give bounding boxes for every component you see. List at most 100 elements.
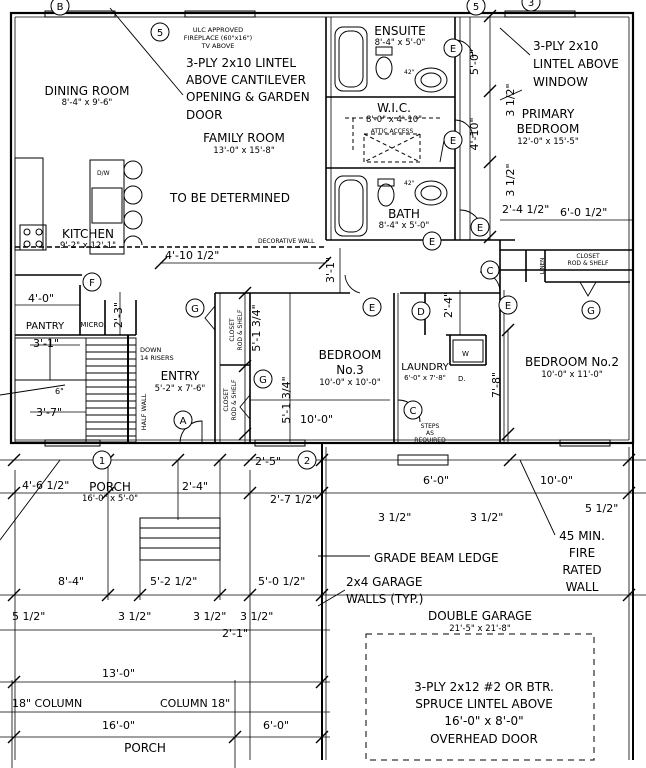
door-tag-g: G	[191, 304, 199, 315]
stair-lines	[14, 335, 137, 443]
room-size-ensuite: 8'-4" x 5'-0"	[375, 38, 426, 48]
lintel-note-1: 3-PLY 2x10 LINTEL	[186, 56, 296, 70]
room-size-bath: 8'-4" x 5'-0"	[379, 221, 430, 231]
dimension-text: 5'-1 3/4"	[280, 376, 293, 423]
room-name-front-porch: PORCH	[89, 480, 131, 494]
room-name-bed3-1: BEDROOM	[319, 348, 382, 362]
dimension-text: 2'-3"	[112, 302, 125, 328]
room-labels: DINING ROOM 8'-4" x 9'-6" FAMILY ROOM 13…	[26, 24, 619, 755]
window-tag-5: 5	[473, 2, 479, 13]
dryer-label: D.	[458, 375, 466, 383]
overhead-door-note-4: OVERHEAD DOOR	[430, 732, 538, 746]
dimension-text: 3'-1"	[324, 257, 337, 283]
dimension-text: 2'-5"	[255, 455, 281, 468]
room-name-pantry: PANTRY	[26, 321, 65, 332]
room-name-kitchen: KITCHEN	[62, 227, 114, 241]
door-tag-c: C	[410, 406, 417, 417]
fire-wall-note-2: FIRE	[569, 546, 595, 560]
dimension-text: 3'-7"	[36, 406, 62, 419]
dimension-text: 5 1/2"	[585, 502, 618, 515]
column-right-note: COLUMN 18"	[160, 697, 230, 710]
linen-label: LINEN	[540, 258, 546, 274]
dimension-text: 3 1/2"	[193, 610, 226, 623]
plan-notes: ULC APPROVED FIREPLACE (60"x16") TV ABOV…	[12, 26, 619, 746]
dimension-text: 4'-6 1/2"	[22, 479, 69, 492]
closet-bed2-label: CLOSET	[576, 253, 600, 260]
garage-walls-note-1: 2x4 GARAGE	[346, 575, 422, 589]
tag-letters: G E E E E E C C D E G G F A 5 5 1 2 B 3	[57, 0, 595, 467]
fireplace-note-3: TV ABOVE	[201, 42, 235, 50]
dimension-text: 8'-4"	[58, 575, 84, 588]
dimension-text: 3 1/2"	[504, 163, 517, 196]
room-size-front-porch: 16'-0" x 5'-0"	[82, 494, 138, 504]
window-tag-1: 1	[99, 456, 105, 467]
dimension-text: 4'-0"	[28, 292, 54, 305]
overhead-door-note-1: 3-PLY 2x12 #2 OR BTR.	[414, 680, 554, 694]
overhead-door-note-2: SPRUCE LINTEL ABOVE	[415, 697, 553, 711]
room-name-laundry: LAUNDRY	[401, 362, 449, 373]
washer-label: W	[462, 350, 469, 358]
sink-size-ensuite: 42"	[404, 69, 415, 76]
fire-wall-note-3: RATED	[562, 563, 601, 577]
room-size-kitchen: 9'-2" x 12'-1"	[60, 241, 116, 251]
door-tag-circles	[50, 0, 601, 470]
door-tag-a: A	[180, 416, 187, 427]
attic-access-label: ATTIC ACCESS	[371, 128, 414, 135]
door-tag-e: E	[450, 44, 456, 55]
door-tag-g: G	[259, 375, 267, 386]
dimension-text: 2'-1"	[222, 627, 248, 640]
overhead-door-note-3: 16'-0" x 8'-0"	[444, 714, 523, 728]
dimension-text: 6'-0 1/2"	[560, 206, 607, 219]
dimension-text: 10'-0"	[540, 474, 573, 487]
room-size-wic: 8'-0" x 4'-10"	[366, 115, 422, 125]
dimension-text: 3 1/2"	[378, 511, 411, 524]
room-size-primary: 12'-0" x 15'-5"	[517, 137, 579, 147]
lintel-note-2: ABOVE CANTILEVER	[186, 73, 306, 87]
column-left-note: 18" COLUMN	[12, 697, 82, 710]
garage-walls-note-2: WALLS (TYP.)	[346, 592, 423, 606]
room-name-primary-1: PRIMARY	[522, 107, 575, 121]
dimension-text: 5'-0 1/2"	[258, 575, 305, 588]
dimension-ticks	[7, 9, 636, 744]
dimension-text: 2'-7 1/2"	[270, 493, 317, 506]
closet-entry-label: CLOSET	[223, 388, 230, 412]
stair-risers-label: 14 RISERS	[140, 354, 174, 362]
room-name-family: FAMILY ROOM	[203, 131, 285, 145]
dimension-text: 7'-8"	[490, 372, 503, 398]
steps-note-1: STEPS	[421, 423, 440, 430]
window-tag-2: 2	[304, 456, 310, 467]
door-tag-d: D	[417, 307, 425, 318]
room-size-family: 13'-0" x 15'-8"	[213, 146, 275, 156]
room-name-entry: ENTRY	[161, 369, 200, 383]
window-lintel-note-2: LINTEL ABOVE	[533, 57, 619, 71]
micro-label: MICRO.	[80, 321, 105, 329]
half-wall-label: HALF WALL	[140, 393, 148, 430]
dimension-text: 4'-10"	[468, 117, 481, 150]
dimension-text: 4'-10 1/2"	[165, 249, 219, 262]
closet-bed3-label: CLOSET	[229, 318, 236, 342]
room-name-bed3-2: No.3	[336, 363, 364, 377]
dimension-text: 5'-2 1/2"	[150, 575, 197, 588]
door-tag-e: E	[450, 136, 456, 147]
dimension-lines	[0, 17, 646, 768]
fire-wall-note-1: 45 MIN.	[559, 529, 605, 543]
steps-note-2: AS	[426, 430, 434, 437]
dimension-text: 13'-0"	[102, 667, 135, 680]
window-lintel-note-3: WINDOW	[533, 75, 588, 89]
door-tag-e: E	[505, 301, 511, 312]
room-size-bed3: 10'-0" x 10'-0"	[319, 378, 381, 388]
dishwasher-label: D/W	[97, 170, 110, 177]
door-tag-e: E	[369, 303, 375, 314]
dimension-text: 5'-0"	[468, 49, 481, 75]
section-tag-b: B	[57, 2, 64, 13]
dimension-text: 6'-0"	[263, 719, 289, 732]
fire-wall-note-4: WALL	[566, 580, 599, 594]
dimension-text: 3 1/2"	[240, 610, 273, 623]
room-name-garage: DOUBLE GARAGE	[428, 609, 532, 623]
section-tag-3: 3	[528, 0, 534, 9]
dimension-text: 2'-4"	[182, 480, 208, 493]
dimension-text: 16'-0"	[102, 719, 135, 732]
room-name-ensuite: ENSUITE	[374, 24, 425, 38]
window-lintel-note-1: 3-PLY 2x10	[533, 39, 598, 53]
